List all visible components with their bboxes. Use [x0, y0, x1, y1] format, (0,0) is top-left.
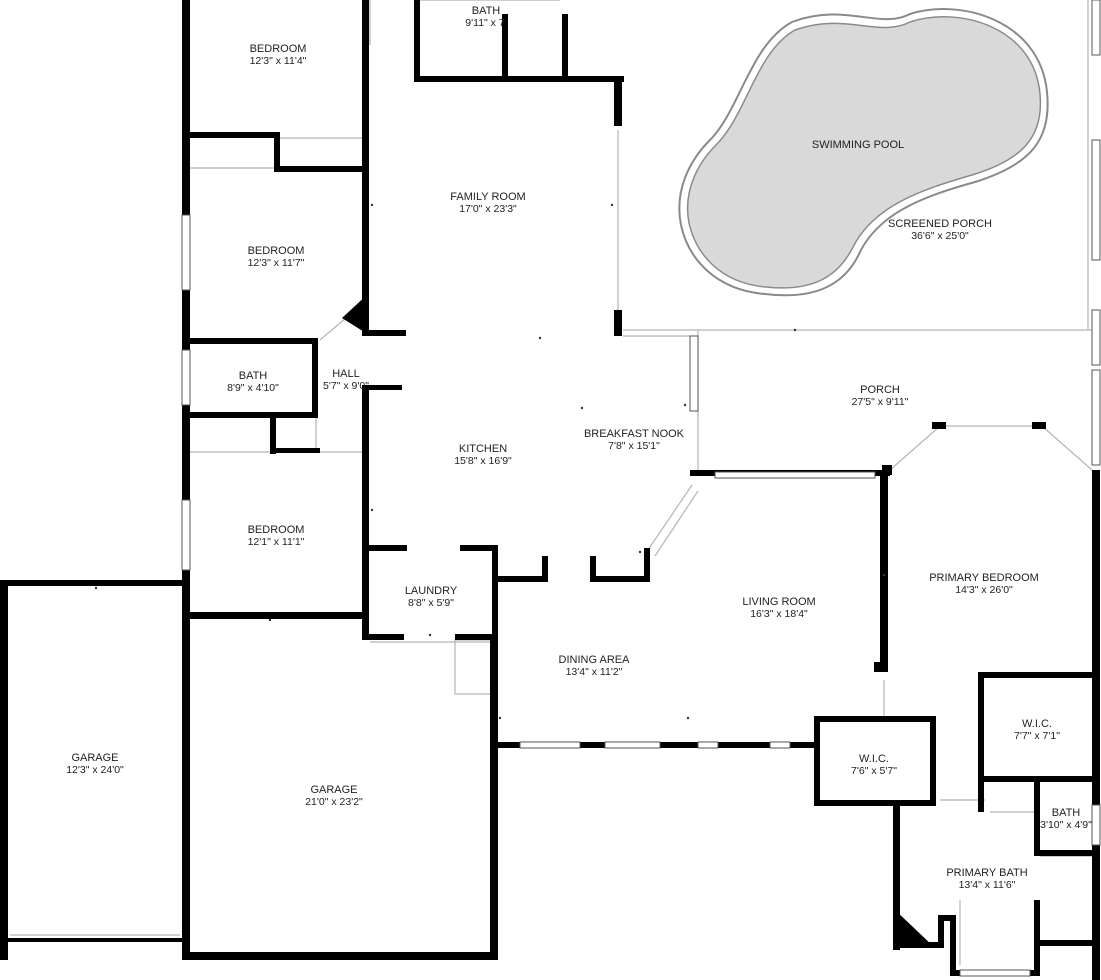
room-size: 12'1" x 11'1"	[248, 536, 305, 548]
room-primary-bedroom: PRIMARY BEDROOM 14'3" x 26'0"	[929, 572, 1039, 596]
room-bath-left: BATH 8'9" x 4'10"	[227, 370, 279, 394]
windows	[181, 0, 1101, 977]
room-name: BREAKFAST NOOK	[584, 428, 685, 440]
room-bath-top: BATH 9'11" x 7'	[465, 5, 506, 29]
room-size: 7'7" x 7'1"	[1014, 730, 1060, 742]
room-hall: HALL 5'7" x 9'0"	[323, 368, 369, 392]
room-primary-bath: PRIMARY BATH 13'4" x 11'6"	[946, 867, 1027, 891]
room-size: 13'4" x 11'2"	[566, 666, 623, 678]
room-name: PRIMARY BEDROOM	[929, 572, 1039, 584]
room-size: 8'9" x 4'10"	[227, 382, 279, 394]
room-name: HALL	[332, 368, 360, 380]
room-size: 27'5" x 9'11"	[852, 396, 909, 408]
room-name: SCREENED PORCH	[888, 218, 992, 230]
room-bedroom-2: BEDROOM 12'3" x 11'7"	[248, 245, 305, 269]
room-name: BEDROOM	[248, 524, 305, 536]
room-size: 12'3" x 11'4"	[250, 55, 307, 67]
room-living-room: LIVING ROOM 16'3" x 18'4"	[742, 596, 815, 620]
room-family-room: FAMILY ROOM 17'0" x 23'3"	[450, 191, 525, 215]
room-size: 16'3" x 18'4"	[750, 608, 808, 620]
room-size: 13'4" x 11'6"	[959, 879, 1016, 891]
room-laundry: LAUNDRY 8'8" x 5'9"	[405, 585, 458, 609]
room-name: PRIMARY BATH	[946, 867, 1027, 879]
room-dining-area: DINING AREA 13'4" x 11'2"	[559, 654, 631, 678]
room-name: BEDROOM	[248, 245, 305, 257]
room-porch: PORCH 27'5" x 9'11"	[852, 384, 909, 408]
room-size: 15'8" x 16'9"	[454, 455, 512, 467]
room-name: KITCHEN	[459, 443, 507, 455]
room-size: 17'0" x 23'3"	[459, 203, 517, 215]
room-name: W.I.C.	[859, 753, 889, 765]
room-breakfast-nook: BREAKFAST NOOK 7'8" x 15'1"	[584, 428, 685, 452]
room-name: BEDROOM	[250, 43, 307, 55]
room-size: 7'8" x 15'1"	[608, 440, 660, 452]
room-name: GARAGE	[71, 752, 118, 764]
room-garage-small: GARAGE 12'3" x 24'0"	[66, 752, 124, 776]
room-name: FAMILY ROOM	[450, 191, 525, 203]
room-size: 12'3" x 24'0"	[66, 764, 124, 776]
room-name: W.I.C.	[1022, 718, 1052, 730]
room-size: 3'10" x 4'9"	[1040, 819, 1092, 831]
room-size: 8'8" x 5'9"	[408, 597, 454, 609]
room-size: 21'0" x 23'2"	[305, 796, 363, 808]
room-name: DINING AREA	[559, 654, 631, 666]
room-name: BATH	[239, 370, 268, 382]
room-name: PORCH	[860, 384, 900, 396]
room-wic-center: W.I.C. 7'6" x 5'7"	[851, 753, 897, 777]
room-size: 7'6" x 5'7"	[851, 765, 897, 777]
room-name: BATH	[472, 5, 501, 17]
measure-dots	[94, 203, 886, 720]
room-wic-right: W.I.C. 7'7" x 7'1"	[1014, 718, 1060, 742]
room-bedroom-3: BEDROOM 12'1" x 11'1"	[248, 524, 305, 548]
room-name: GARAGE	[310, 784, 357, 796]
swimming-pool	[678, 8, 1049, 297]
room-name: LAUNDRY	[405, 585, 458, 597]
room-size: 14'3" x 26'0"	[955, 584, 1013, 596]
room-name: BATH	[1052, 807, 1081, 819]
room-size: 36'6" x 25'0"	[911, 230, 969, 242]
room-name: SWIMMING POOL	[812, 139, 904, 151]
room-size: 9'11" x 7'	[465, 17, 506, 29]
room-swimming-pool: SWIMMING POOL	[812, 139, 904, 151]
room-name: LIVING ROOM	[742, 596, 815, 608]
room-size: 12'3" x 11'7"	[248, 257, 305, 269]
room-bath-small: BATH 3'10" x 4'9"	[1040, 807, 1092, 831]
room-garage-large: GARAGE 21'0" x 23'2"	[305, 784, 363, 808]
room-size: 5'7" x 9'0"	[323, 380, 369, 392]
room-bedroom-1: BEDROOM 12'3" x 11'4"	[250, 43, 307, 67]
room-screened-porch: SCREENED PORCH 36'6" x 25'0"	[888, 218, 992, 242]
room-kitchen: KITCHEN 15'8" x 16'9"	[454, 443, 512, 467]
